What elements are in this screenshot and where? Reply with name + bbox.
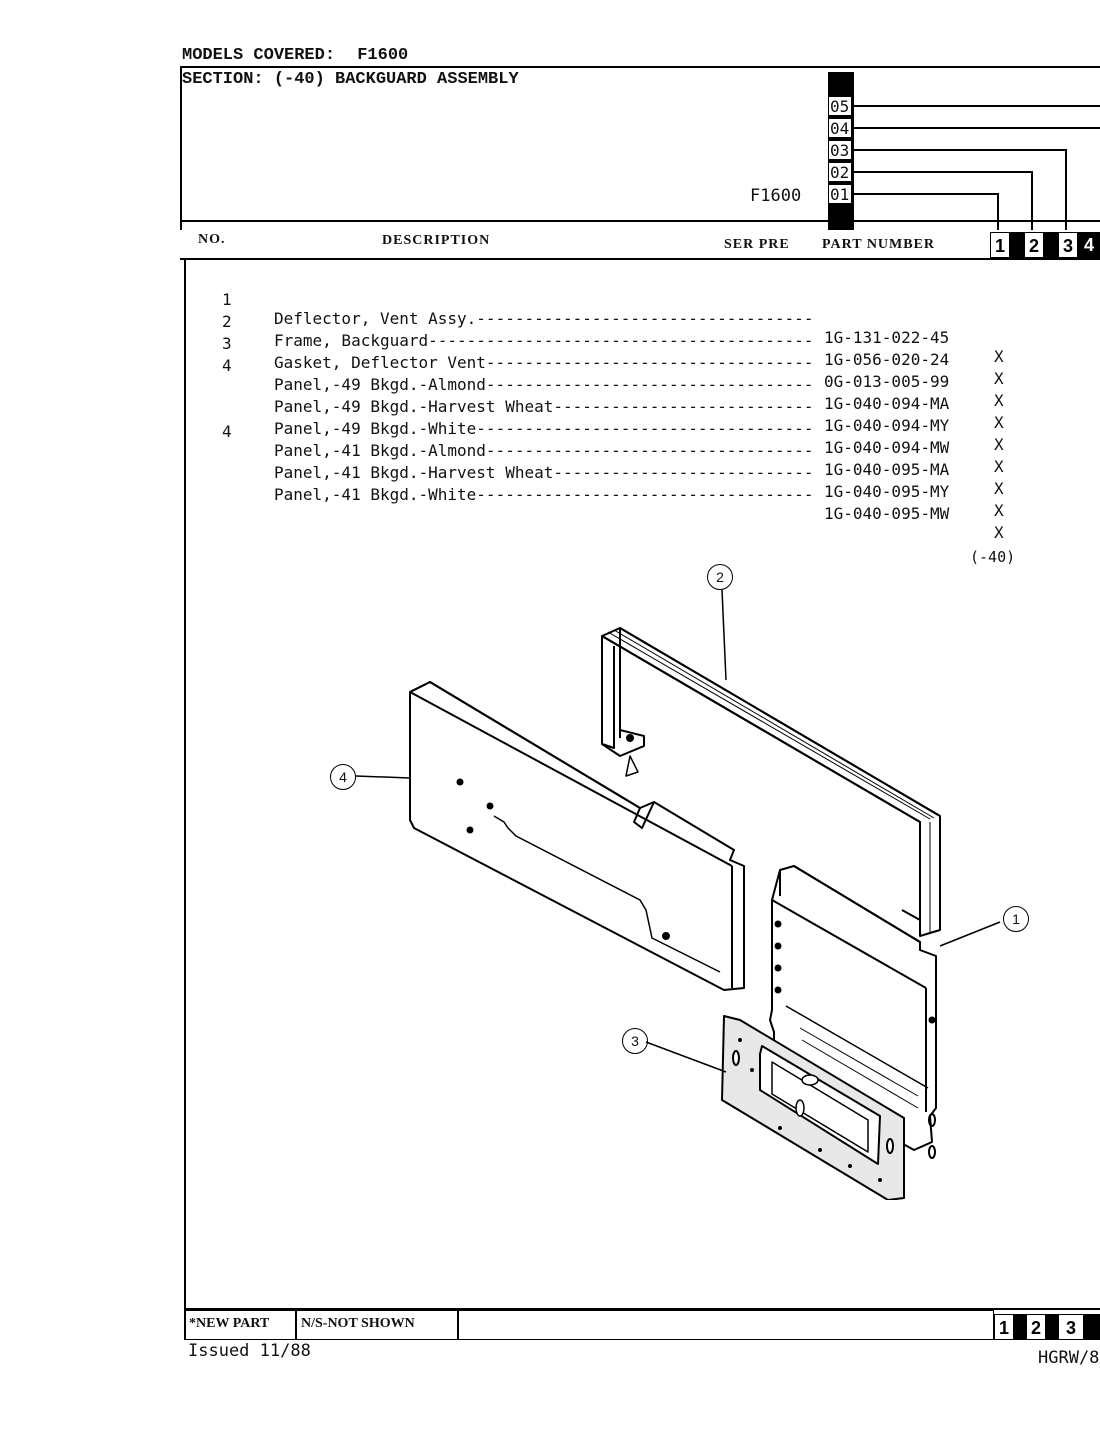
model-code-leaders <box>852 105 1100 230</box>
footer-col-2: 2 <box>1026 1314 1046 1340</box>
leader-1 <box>939 921 1001 947</box>
part-row: Panel,-41 Bkgd.-Harvest Wheat-----------… <box>222 425 1004 520</box>
part-no: 3 <box>222 334 232 353</box>
header-rule-top <box>180 220 1100 222</box>
col-number-4: 4 <box>1078 232 1100 258</box>
callout-1: 1 <box>1003 906 1029 932</box>
col-part-number: PART NUMBER <box>822 237 936 252</box>
col-number-2-spacer <box>1044 232 1058 258</box>
part-desc: Panel,-49 Bkgd.-Harvest Wheat-----------… <box>274 397 814 416</box>
part-mark: X <box>994 347 1004 366</box>
issued-date: Issued 11/88 <box>188 1341 311 1361</box>
col-no: NO. <box>198 232 226 247</box>
body-left-border <box>184 258 186 1340</box>
part-mark: X <box>994 501 1004 520</box>
part-desc: Frame, Backguard------------------------… <box>274 331 814 350</box>
footer-blank-cell <box>458 1310 994 1340</box>
part-number: 1G-040-094-MA <box>824 394 950 413</box>
part-row: 2 Frame, Backguard----------------------… <box>222 293 1004 388</box>
part-desc: Panel,-49 Bkgd.-Almond------------------… <box>274 375 814 394</box>
footer-col-1: 1 <box>994 1314 1014 1340</box>
document-code: HGRW/8 <box>1038 1348 1100 1368</box>
model-code-03: 03 <box>828 140 852 160</box>
leader-3 <box>645 1041 727 1073</box>
models-value: F1600 <box>357 46 409 65</box>
part-row: Panel,-49 Bkgd.-Harvest Wheat-----------… <box>222 359 1004 454</box>
part-mark: X <box>994 435 1004 454</box>
part-no: 1 <box>222 290 232 309</box>
part-desc: Panel,-49 Bkgd.-White-------------------… <box>274 419 814 438</box>
callout-4: 4 <box>330 764 356 790</box>
footer-col-4-block <box>1084 1314 1100 1340</box>
part-mark: X <box>994 391 1004 410</box>
part-mark: X <box>994 479 1004 498</box>
part-number: 1G-040-095-MA <box>824 460 950 479</box>
model-code-01: 01 <box>828 184 852 204</box>
models-covered: MODELS COVERED: F1600 <box>182 46 408 65</box>
part-number: 1G-040-095-MW <box>824 504 950 523</box>
part-row: 4 Panel,-41 Bkgd.-Almond----------------… <box>222 403 1004 498</box>
part-number: 1G-040-094-MY <box>824 416 950 435</box>
part-row: Panel,-49 Bkgd.-White-------------------… <box>222 381 1004 476</box>
part-row: Panel,-41 Bkgd.-White-------------------… <box>222 447 1004 542</box>
models-label: MODELS COVERED: <box>182 46 336 65</box>
part-desc: Panel,-41 Bkgd.-Harvest Wheat-----------… <box>274 463 814 482</box>
frame-backguard <box>601 627 941 937</box>
not-shown-legend: N/S-NOT SHOWN <box>296 1310 458 1340</box>
part-desc: Deflector, Vent Assy.-------------------… <box>274 309 814 328</box>
col-number-2: 2 <box>1024 232 1044 258</box>
part-no: 4 <box>222 356 232 375</box>
col-ser-pre: SER PRE <box>724 237 790 252</box>
gasket-deflector-vent <box>721 1015 905 1200</box>
leader-2 <box>721 589 727 681</box>
model-label: F1600 <box>750 186 802 206</box>
part-mark: X <box>994 457 1004 476</box>
new-part-legend: *NEW PART <box>184 1310 296 1340</box>
part-desc: Panel,-41 Bkgd.-White-------------------… <box>274 485 814 504</box>
part-no: 4 <box>222 422 232 441</box>
part-mark: X <box>994 413 1004 432</box>
part-number: 0G-013-005-99 <box>824 372 950 391</box>
col-number-1-spacer <box>1010 232 1024 258</box>
part-row: 3 Gasket, Deflector Vent----------------… <box>222 315 1004 410</box>
model-code-02: 02 <box>828 162 852 182</box>
top-rule <box>180 66 1100 68</box>
footer-col-1-spacer <box>1014 1314 1026 1340</box>
part-desc: Gasket, Deflector Vent------------------… <box>274 353 814 372</box>
section-title: SECTION: (-40) BACKGUARD ASSEMBLY <box>182 70 519 89</box>
col-description: DESCRIPTION <box>382 233 491 248</box>
exploded-diagram <box>355 589 1001 1200</box>
footer-col-2-spacer <box>1046 1314 1058 1340</box>
footer-col-3: 3 <box>1058 1314 1084 1340</box>
part-number: 1G-131-022-45 <box>824 328 950 347</box>
leader-4 <box>355 775 411 779</box>
left-border <box>180 66 182 230</box>
header-rule-bottom <box>180 258 1100 260</box>
part-number: 1G-040-094-MW <box>824 438 950 457</box>
model-code-05: 05 <box>828 96 852 116</box>
part-desc: Panel,-41 Bkgd.-Almond------------------… <box>274 441 814 460</box>
footer-rule <box>184 1308 1100 1310</box>
col-number-3: 3 <box>1058 232 1078 258</box>
backguard-panel <box>409 681 745 991</box>
model-code-04: 04 <box>828 118 852 138</box>
part-number: 1G-056-020-24 <box>824 350 950 369</box>
diagram-section-ref: (-40) <box>970 548 1016 566</box>
callout-3: 3 <box>622 1028 648 1054</box>
part-mark: X <box>994 369 1004 388</box>
part-no: 2 <box>222 312 232 331</box>
part-row: 1 Deflector, Vent Assy.-----------------… <box>222 271 1004 366</box>
callout-2: 2 <box>707 564 733 590</box>
part-mark: X <box>994 523 1004 542</box>
part-row: 4 Panel,-49 Bkgd.-Almond----------------… <box>222 337 1004 432</box>
part-number: 1G-040-095-MY <box>824 482 950 501</box>
col-number-1: 1 <box>990 232 1010 258</box>
